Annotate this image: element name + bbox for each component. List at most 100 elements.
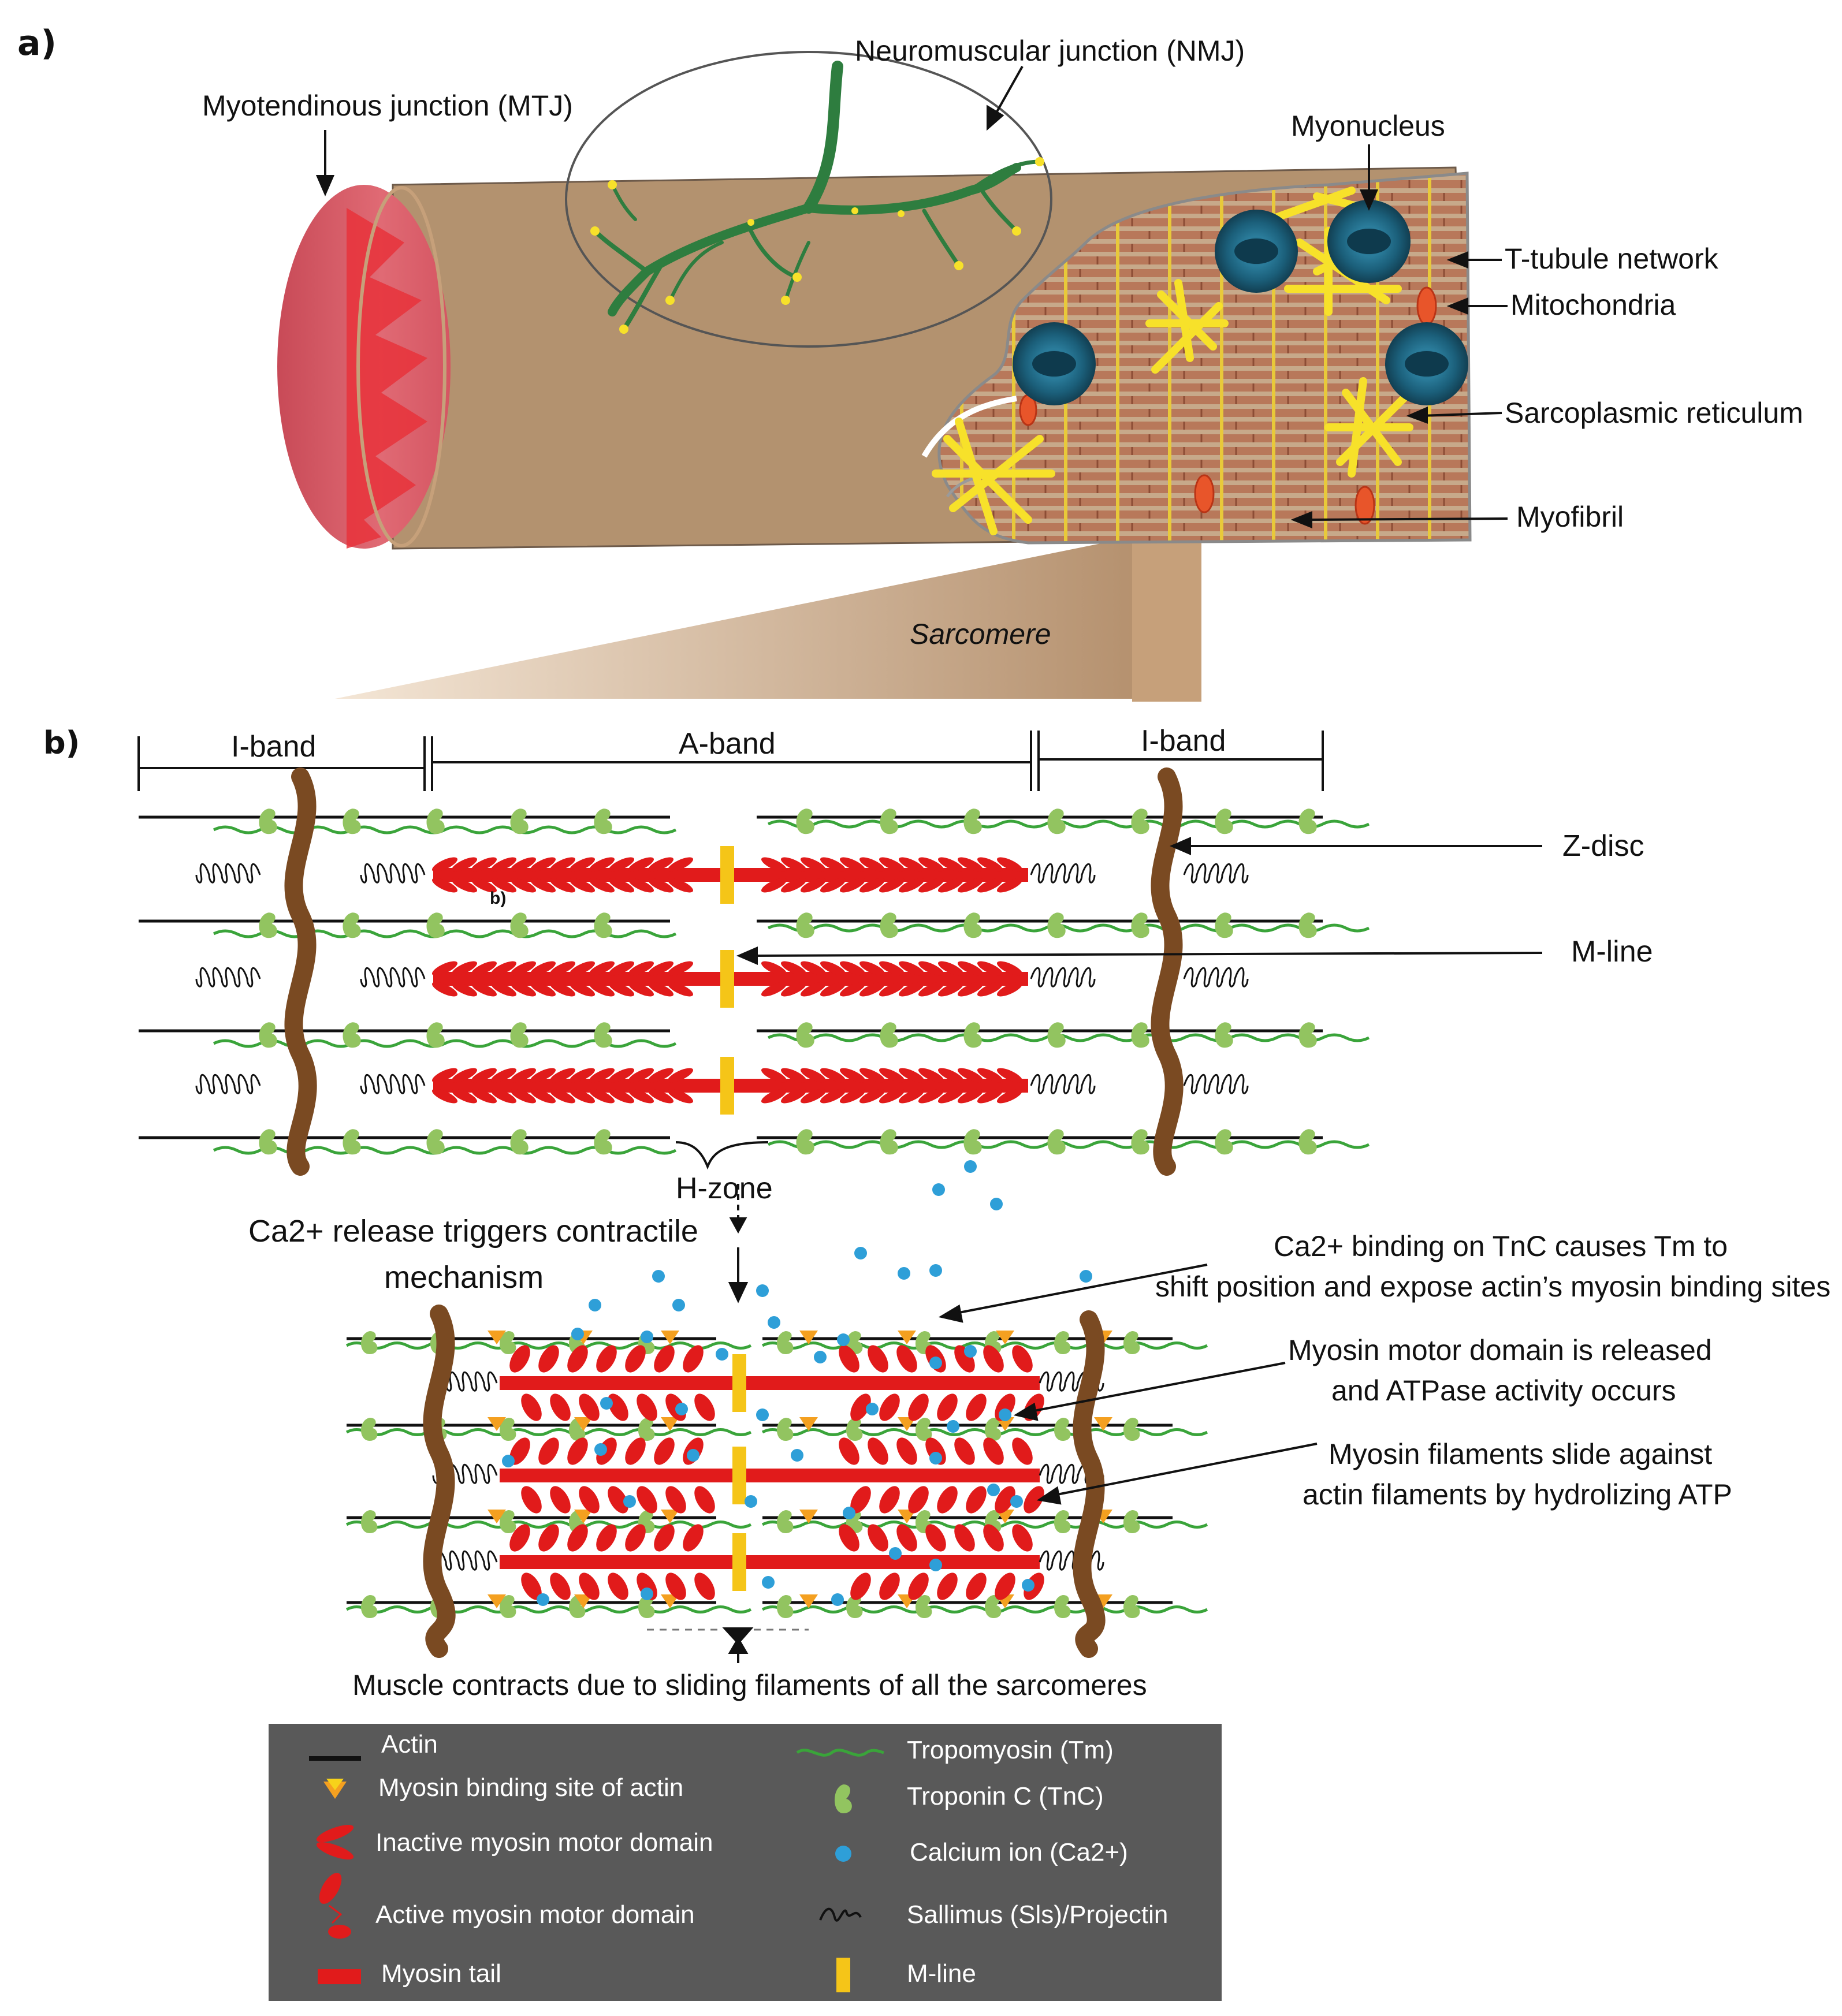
active-motor xyxy=(839,1524,859,1552)
inactive-motor xyxy=(898,982,925,997)
calcium-ion xyxy=(687,1449,699,1462)
label-h-zone: H-zone xyxy=(676,1172,773,1205)
inactive-motor xyxy=(667,1068,694,1083)
troponin-c xyxy=(777,1418,794,1441)
active-motor xyxy=(637,1486,657,1514)
troponin-c xyxy=(1054,1418,1071,1441)
inactive-motor xyxy=(780,857,807,872)
troponin-c xyxy=(846,1418,863,1441)
active-motor xyxy=(694,1393,715,1421)
active-motor xyxy=(654,1345,675,1373)
inactive-motor xyxy=(820,961,846,976)
calcium-ion xyxy=(745,1495,757,1508)
troponin-c xyxy=(1298,1129,1317,1155)
inactive-motor xyxy=(761,857,787,872)
panel-a-label: a) xyxy=(17,23,57,64)
troponin-c xyxy=(500,1595,516,1618)
inactive-motor xyxy=(761,982,787,997)
troponin-c xyxy=(963,808,982,834)
inactive-motor xyxy=(839,1068,866,1083)
inactive-motor xyxy=(451,1068,478,1083)
active-motor xyxy=(983,1524,1004,1552)
z-disc xyxy=(284,767,317,1176)
calcium-ion xyxy=(600,1397,613,1410)
inactive-motor xyxy=(490,982,517,997)
inactive-motor xyxy=(780,982,807,997)
troponin-c xyxy=(343,1129,361,1155)
inactive-motor xyxy=(589,1068,615,1083)
legend-actin: Actin xyxy=(381,1730,438,1758)
troponin-c xyxy=(638,1418,655,1441)
label-a-band: A-band xyxy=(679,727,776,761)
troponin-c xyxy=(963,912,982,938)
z-disc xyxy=(1151,767,1184,1176)
inactive-motor xyxy=(648,961,674,976)
label-motor-1: Myosin motor domain is released xyxy=(1288,1334,1712,1366)
binding-site xyxy=(799,1417,818,1431)
binding-site xyxy=(661,1594,679,1608)
myosin-tail xyxy=(500,1555,1040,1569)
tropomyosin-left xyxy=(345,1521,752,1529)
calcium-ion xyxy=(756,1408,769,1421)
inactive-motor xyxy=(608,1068,635,1083)
inactive-motor xyxy=(628,982,654,997)
calcium-ion xyxy=(814,1351,827,1363)
inactive-motor xyxy=(859,1089,885,1104)
calcium-ion xyxy=(854,1247,867,1259)
inactive-motor xyxy=(471,1068,497,1083)
legend-binding-symbol xyxy=(323,1779,347,1799)
inactive-motor xyxy=(451,961,478,976)
tropomyosin-right xyxy=(767,1033,1370,1042)
sallimus xyxy=(360,967,426,987)
label-m-line: M-line xyxy=(1571,935,1653,968)
tropomyosin-right xyxy=(761,1428,1208,1436)
m-line xyxy=(732,1354,746,1412)
troponin-c xyxy=(846,1595,863,1618)
active-motor xyxy=(983,1345,1004,1373)
label-myofibril: Myofibril xyxy=(1516,501,1624,533)
inactive-motor xyxy=(667,961,694,976)
active-motor xyxy=(879,1486,900,1514)
label-tnc-1: Ca2+ binding on TnC causes Tm to xyxy=(1274,1230,1728,1262)
calcium-ion xyxy=(502,1455,515,1467)
active-motor xyxy=(665,1486,686,1514)
troponin-c xyxy=(1054,1331,1071,1354)
inactive-motor xyxy=(977,1089,1003,1104)
inactive-motor xyxy=(608,1089,635,1104)
troponin-c xyxy=(594,1022,612,1048)
active-motor xyxy=(550,1393,571,1421)
sarcomere-cone-right xyxy=(1132,540,1201,702)
inactive-motor xyxy=(589,982,615,997)
troponin-c xyxy=(361,1510,378,1533)
m-line xyxy=(720,950,734,1008)
troponin-c xyxy=(1215,1129,1233,1155)
inactive-motor xyxy=(879,982,905,997)
active-motor xyxy=(954,1524,975,1552)
inactive-motor xyxy=(839,1089,866,1104)
inactive-motor xyxy=(780,961,807,976)
inactive-motor xyxy=(761,1089,787,1104)
label-t-tubule: T-tubule network xyxy=(1505,243,1719,275)
inactive-motor xyxy=(628,1068,654,1083)
troponin-c xyxy=(259,1129,277,1155)
troponin-c xyxy=(1298,1022,1317,1048)
troponin-c xyxy=(963,1022,982,1048)
inactive-motor xyxy=(820,878,846,893)
inactive-motor xyxy=(648,878,674,893)
inactive-motor xyxy=(996,982,1023,997)
inactive-motor xyxy=(977,878,1003,893)
troponin-c xyxy=(1298,912,1317,938)
sallimus xyxy=(360,1074,426,1094)
inactive-motor xyxy=(937,982,964,997)
inactive-motor xyxy=(569,857,596,872)
label-contracts: Muscle contracts due to sliding filament… xyxy=(352,1669,1147,1701)
active-motor xyxy=(625,1345,646,1373)
inactive-motor xyxy=(800,982,827,997)
troponin-c xyxy=(426,912,445,938)
inactive-motor xyxy=(569,1068,596,1083)
calcium-ion xyxy=(652,1270,665,1283)
inactive-motor xyxy=(918,1068,944,1083)
inactive-motor xyxy=(549,982,576,997)
active-motor xyxy=(966,1572,987,1600)
tropomyosin-left xyxy=(345,1428,752,1436)
